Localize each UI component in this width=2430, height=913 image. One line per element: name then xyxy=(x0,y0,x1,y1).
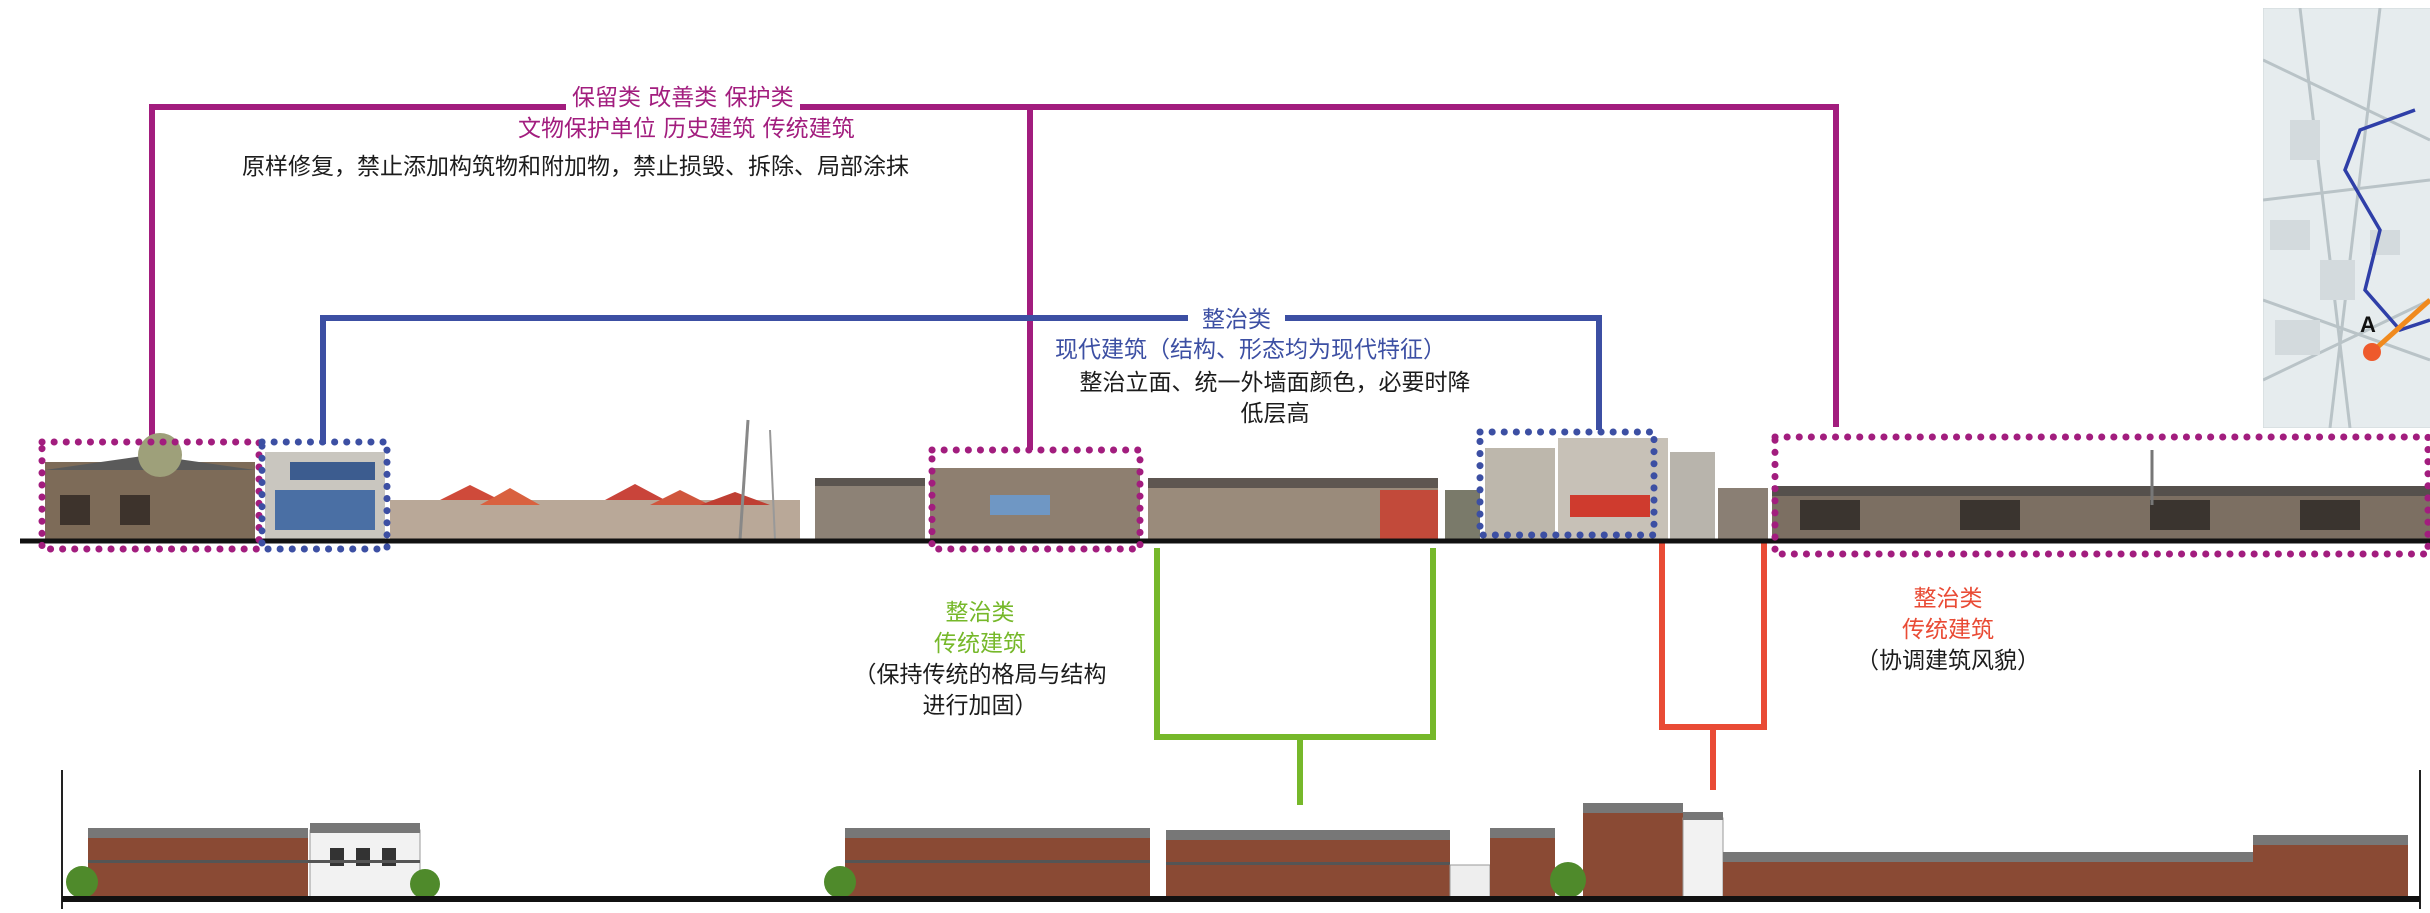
green-label-line3: （保持传统的格局与结构 xyxy=(853,662,1107,688)
green-label-line2: 传统建筑 xyxy=(934,631,1026,657)
purple-label-building-types: 文物保护单位 历史建筑 传统建筑 xyxy=(518,114,855,145)
blue-label-category: 整治类 xyxy=(1188,305,1285,336)
section-marker-icon xyxy=(2363,343,2381,361)
purple-label-categories: 保留类 改善类 保护类 xyxy=(566,83,800,114)
blue-label-building-type: 现代建筑（结构、形态均为现代特征） xyxy=(1055,335,1446,366)
purple-label-line2: 文物保护单位 历史建筑 传统建筑 xyxy=(518,116,855,142)
red-label-line2: 传统建筑 xyxy=(1902,617,1994,643)
purple-label-line3: 原样修复，禁止添加构筑物和附加物，禁止损毁、拆除、局部涂抹 xyxy=(242,154,909,180)
red-label-line3: （协调建筑风貌） xyxy=(1856,648,2040,674)
purple-dotted-box-right xyxy=(1771,433,2430,558)
green-label-line1: 整治类 xyxy=(945,600,1015,626)
section-marker-label: A xyxy=(2360,312,2376,337)
purple-dotted-box-left xyxy=(38,438,263,553)
photo-street-elevation xyxy=(45,419,2430,541)
green-label: 整治类 传统建筑 （保持传统的格局与结构 进行加固） xyxy=(850,598,1110,722)
green-bracket xyxy=(1154,548,1436,805)
purple-bracket xyxy=(149,104,1839,440)
blue-label-line1: 整治类 xyxy=(1202,307,1271,333)
blue-dotted-box-right xyxy=(1476,428,1658,539)
purple-label-line1: 保留类 改善类 保护类 xyxy=(572,85,794,111)
red-label-line1: 整治类 xyxy=(1913,586,1983,612)
rendered-street-elevation xyxy=(66,803,2408,899)
blue-label-line4: 低层高 xyxy=(1240,401,1310,427)
red-label: 整治类 传统建筑 （协调建筑风貌） xyxy=(1828,584,2068,677)
blue-bracket xyxy=(320,315,1602,444)
blue-label-line2: 现代建筑（结构、形态均为现代特征） xyxy=(1055,337,1446,363)
purple-label-guideline: 原样修复，禁止添加构筑物和附加物，禁止损毁、拆除、局部涂抹 xyxy=(242,152,909,183)
blue-label-guideline: 整治立面、统一外墙面颜色，必要时降 低层高 xyxy=(1045,368,1505,430)
green-label-line4: 进行加固） xyxy=(922,693,1038,719)
purple-dotted-box-middle xyxy=(928,446,1144,553)
section-line xyxy=(2370,298,2430,354)
blue-dotted-box-left xyxy=(258,438,391,553)
red-bracket xyxy=(1659,538,1767,790)
blue-label-line3: 整治立面、统一外墙面颜色，必要时降 xyxy=(1079,370,1471,396)
location-inset-map xyxy=(2263,8,2430,428)
